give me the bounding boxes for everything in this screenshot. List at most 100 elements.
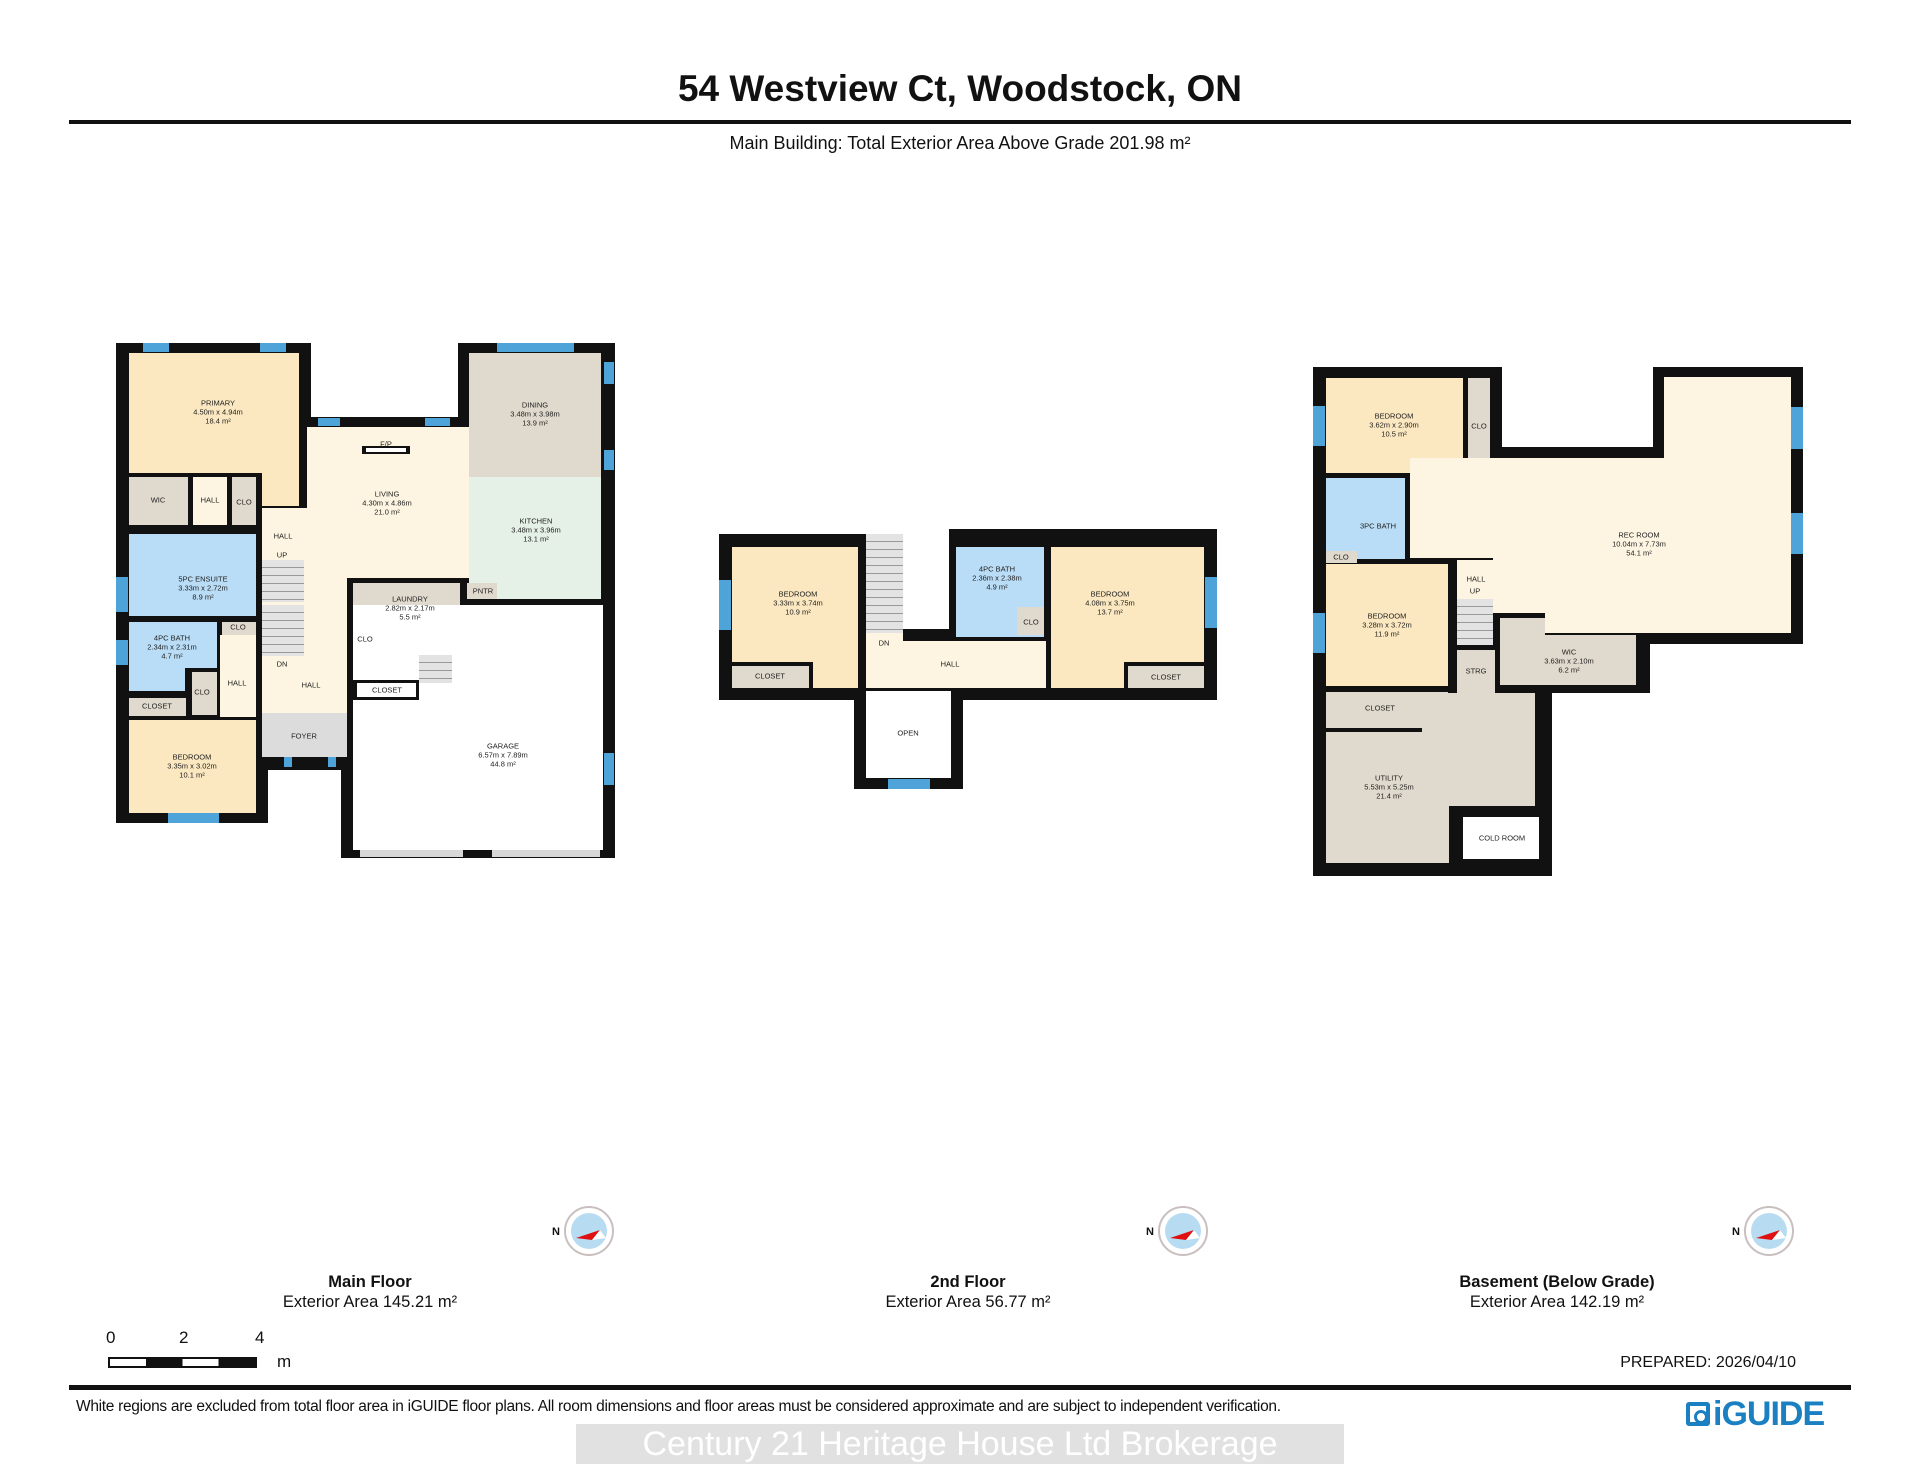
room-name: 4PC BATH bbox=[978, 564, 1016, 574]
north-label: N bbox=[1732, 1226, 1740, 1238]
room-label: PNTR bbox=[473, 587, 493, 596]
room-name: HALL bbox=[1466, 574, 1486, 584]
room-area: 8.9 m² bbox=[192, 592, 214, 602]
room-label: CLO bbox=[194, 688, 209, 697]
window bbox=[168, 813, 219, 823]
room-area bbox=[262, 713, 347, 757]
room-area bbox=[866, 534, 903, 633]
room-area: 21.4 m² bbox=[1376, 791, 1402, 801]
room-label: HALL bbox=[201, 496, 220, 505]
room-name: WIC bbox=[150, 495, 166, 505]
room-area bbox=[866, 633, 903, 643]
room-name: CLO bbox=[236, 497, 252, 507]
room-area bbox=[193, 477, 227, 525]
room-area: 54.1 m² bbox=[1626, 548, 1652, 558]
room-name: 4PC BATH bbox=[153, 633, 191, 643]
room-name: CLO bbox=[357, 634, 373, 644]
room-area: 10.9 m² bbox=[785, 607, 811, 617]
room-area bbox=[129, 353, 299, 473]
room-name: CLO bbox=[194, 687, 210, 697]
room-dims: 3.62m x 2.90m bbox=[1369, 420, 1419, 430]
room-name: WIC bbox=[1561, 647, 1577, 657]
window bbox=[284, 757, 292, 767]
room-area bbox=[1326, 478, 1405, 559]
room-name: CLO bbox=[1023, 617, 1039, 627]
plan-marker: DN bbox=[878, 638, 890, 648]
floor-name: Basement (Below Grade) bbox=[1459, 1273, 1655, 1291]
room-name: BEDROOM bbox=[172, 752, 212, 762]
room-area: 13.7 m² bbox=[1097, 607, 1123, 617]
room-name: HALL bbox=[940, 659, 960, 669]
room-label: HALL bbox=[274, 532, 293, 541]
room-name: BEDROOM bbox=[1090, 589, 1130, 599]
room-dims: 4.30m x 4.86m bbox=[362, 498, 412, 508]
main-floor-caption: Main Floor Exterior Area 145.21 m² bbox=[283, 1272, 457, 1312]
room-area bbox=[1468, 378, 1490, 473]
room-area bbox=[1326, 551, 1357, 563]
room-label: COLD ROOM bbox=[1479, 834, 1525, 843]
room-label: WIC bbox=[151, 496, 166, 505]
room-area bbox=[129, 668, 185, 691]
room-area bbox=[366, 448, 406, 452]
basement-caption: Basement (Below Grade) Exterior Area 142… bbox=[1459, 1272, 1654, 1312]
room-area bbox=[357, 683, 416, 697]
room-label: HALL bbox=[228, 679, 247, 688]
room-name: HALL bbox=[200, 495, 220, 505]
room-label: OPEN bbox=[897, 729, 918, 738]
room-area bbox=[129, 622, 217, 668]
compass-icon: N bbox=[552, 1206, 614, 1256]
room-area bbox=[419, 655, 452, 683]
plan-title: 54 Westview Ct, Woodstock, ON bbox=[677, 68, 1243, 109]
room-area bbox=[353, 605, 603, 850]
window bbox=[604, 450, 614, 470]
room-area bbox=[1017, 607, 1044, 635]
second-floor-caption: 2nd Floor Exterior Area 56.77 m² bbox=[885, 1272, 1050, 1312]
room-name: GARAGE bbox=[486, 741, 520, 751]
north-label: N bbox=[1146, 1226, 1154, 1238]
room-area bbox=[732, 666, 809, 688]
room-name: BEDROOM bbox=[1374, 411, 1414, 421]
room-label: CLO bbox=[1333, 553, 1348, 562]
room-dims: 3.48m x 3.98m bbox=[510, 409, 560, 419]
window bbox=[604, 753, 614, 785]
room-name: CLOSET bbox=[371, 685, 403, 695]
window bbox=[143, 343, 169, 352]
window bbox=[318, 418, 340, 426]
window bbox=[604, 362, 614, 384]
room-dims: 3.35m x 3.02m bbox=[167, 761, 217, 771]
window bbox=[1313, 406, 1325, 446]
scale-tick: 0 bbox=[106, 1328, 116, 1347]
room-name: COLD ROOM bbox=[1478, 833, 1526, 843]
plan-marker: DN bbox=[276, 659, 288, 669]
scale-bar: 0 2 4 m bbox=[100, 1328, 300, 1378]
room-name: CLOSET bbox=[1150, 672, 1182, 682]
window bbox=[425, 418, 450, 426]
room-area: 11.9 m² bbox=[1374, 629, 1400, 639]
room-name: LIVING bbox=[374, 489, 400, 499]
room-name: BEDROOM bbox=[778, 589, 818, 599]
room-name: CLO bbox=[230, 622, 246, 632]
room-name: CLO bbox=[1333, 552, 1349, 562]
room-area: 13.1 m² bbox=[523, 534, 549, 544]
floor-area: Exterior Area 145.21 m² bbox=[282, 1293, 458, 1311]
room-label: FOYER bbox=[291, 732, 317, 741]
room-label: CLOSET bbox=[1365, 704, 1395, 713]
room-area: 10.5 m² bbox=[1381, 429, 1407, 439]
room-area bbox=[1457, 650, 1495, 693]
iguide-logo-icon bbox=[1686, 1402, 1710, 1426]
room-label: CLOSET bbox=[372, 686, 402, 695]
room-area: 21.0 m² bbox=[374, 507, 400, 517]
room-label: HALL bbox=[1467, 575, 1486, 584]
window bbox=[497, 343, 574, 352]
room-name: STRG bbox=[1465, 666, 1487, 676]
window bbox=[888, 779, 930, 789]
room-dims: 5.53m x 5.25m bbox=[1364, 782, 1414, 792]
garage-door bbox=[492, 850, 600, 857]
